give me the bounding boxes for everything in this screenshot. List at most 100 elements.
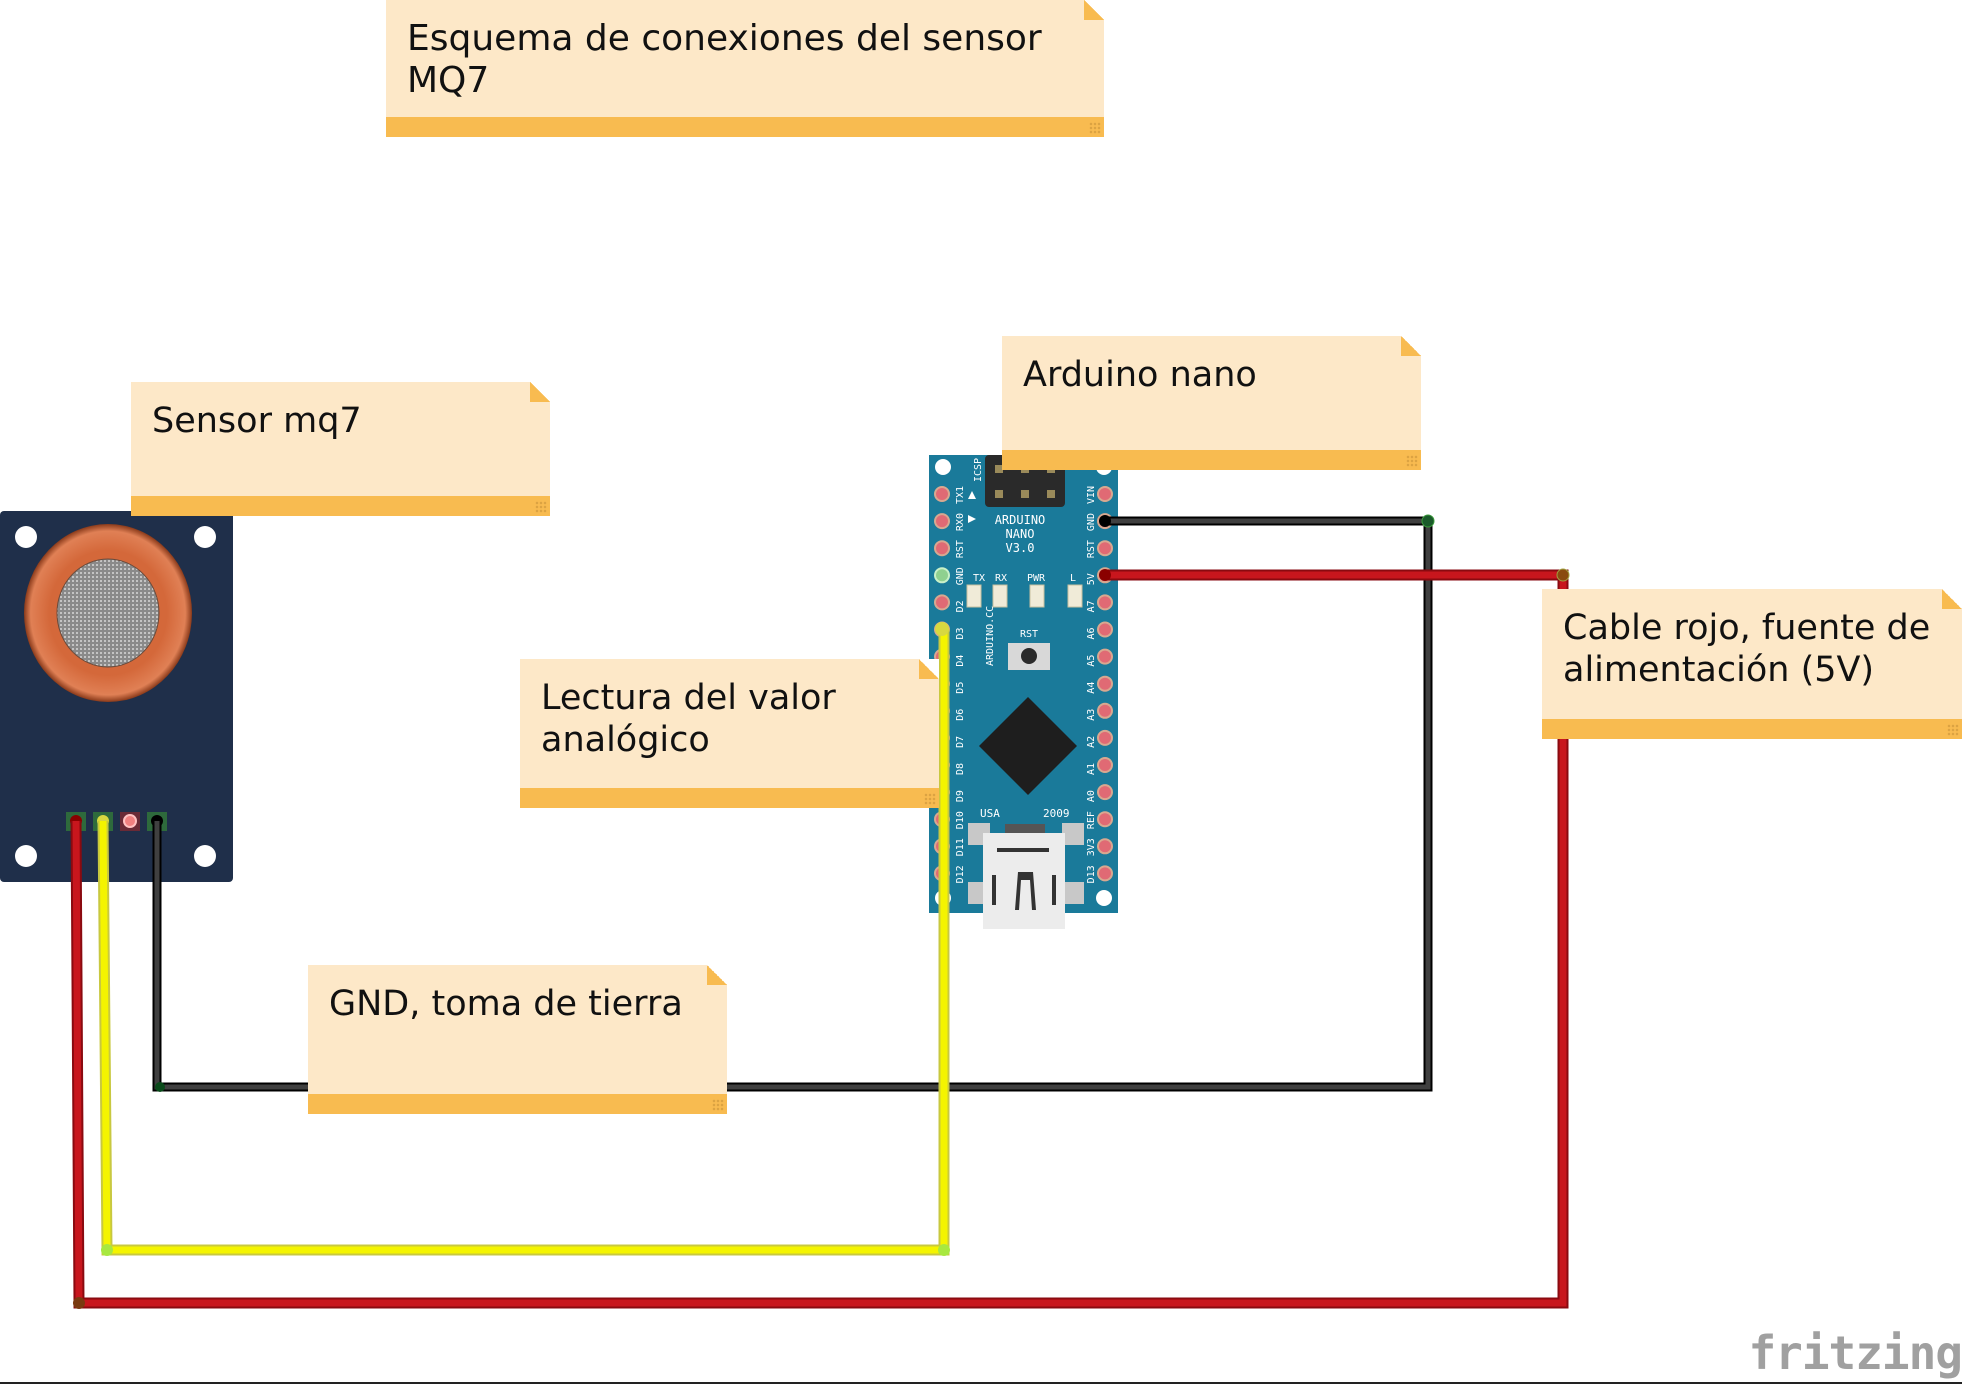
pin-right-rst[interactable] — [1097, 540, 1113, 557]
wire-bendpoint[interactable] — [155, 1082, 165, 1092]
wire-bendpoint[interactable] — [938, 1244, 950, 1256]
pin-label: RX0 — [955, 513, 966, 531]
note-fold-icon — [707, 965, 727, 985]
led-rx — [992, 584, 1008, 608]
note-gnd[interactable]: GND, toma de tierra — [308, 965, 727, 1114]
pin-label: 3V3 — [1086, 838, 1097, 856]
pin-left-gnd[interactable] — [934, 567, 950, 584]
mount-hole-icon — [935, 459, 951, 475]
mount-hole-icon — [15, 526, 37, 548]
pin-label: A0 — [1086, 790, 1097, 802]
board-title-3: V3.0 — [1006, 541, 1035, 555]
pin-right-vin[interactable] — [1097, 486, 1113, 502]
pin-right-a4[interactable] — [1097, 675, 1113, 692]
led-label-tx: TX — [973, 573, 985, 584]
pin-right-a7[interactable] — [1097, 594, 1113, 611]
mount-hole-icon — [194, 845, 216, 867]
pin-label: A5 — [1086, 655, 1097, 667]
note-title[interactable]: Esquema de conexiones del sensor MQ7 — [386, 0, 1104, 137]
pin-label: RST — [955, 540, 966, 558]
note-sensor-text: Sensor mq7 — [152, 401, 362, 441]
rx-arrow-icon — [968, 515, 976, 523]
resize-grip-icon[interactable] — [712, 1099, 724, 1111]
usb-connector — [968, 823, 1084, 929]
pin-right-3v3[interactable] — [1097, 838, 1113, 855]
note-footer-bar — [131, 496, 550, 516]
note-footer-bar — [308, 1094, 727, 1114]
resize-grip-icon[interactable] — [1089, 122, 1101, 134]
pin-label: A4 — [1086, 682, 1097, 694]
pin-right-a2[interactable] — [1097, 729, 1113, 746]
pin-label: 5V — [1086, 573, 1097, 585]
signal-wire[interactable] — [97, 622, 950, 1256]
board-title-2: NANO — [1006, 527, 1035, 541]
pin-label: D8 — [955, 763, 966, 775]
note-cable-rojo-text: Cable rojo, fuente de alimentación (5V) — [1563, 608, 1931, 690]
pin-label: D2 — [955, 600, 966, 612]
note-gnd-text: GND, toma de tierra — [329, 984, 683, 1024]
wire-bendpoint[interactable] — [101, 1244, 113, 1256]
mount-hole-icon — [1096, 890, 1112, 906]
note-fold-icon — [919, 659, 939, 679]
reset-button-cap[interactable] — [1021, 648, 1037, 664]
resize-grip-icon[interactable] — [1947, 724, 1959, 736]
wire-bendpoint[interactable] — [1556, 568, 1570, 582]
year-label: 2009 — [1043, 807, 1070, 820]
note-footer-bar — [1002, 450, 1421, 470]
pin-right-a0[interactable] — [1097, 784, 1113, 801]
pin-right-d13[interactable] — [1097, 865, 1113, 882]
pin-label: D11 — [955, 838, 966, 856]
pin-right-a6[interactable] — [1097, 621, 1113, 638]
mount-hole-icon — [194, 526, 216, 548]
arduino-nano[interactable]: ICSP ARDUINO NANO V3.0 TX RX PWR L ARDUI… — [929, 455, 1118, 929]
note-arduino-text: Arduino nano — [1023, 355, 1257, 395]
sensor-mesh — [56, 558, 160, 668]
fritzing-logo: fritzing — [1748, 1326, 1962, 1380]
pin-label: REF — [1086, 811, 1097, 829]
led-label-l: L — [1070, 573, 1076, 584]
mq7-sensor[interactable] — [0, 511, 233, 882]
led-label-rx: RX — [995, 573, 1007, 584]
note-lectura[interactable]: Lectura del valor analógico — [520, 659, 939, 808]
wire-endpoint[interactable] — [1099, 515, 1111, 527]
pin-left-rst[interactable] — [934, 540, 950, 557]
pin-label: A2 — [1086, 736, 1097, 748]
board-title-1: ARDUINO — [995, 513, 1046, 527]
gnd-wire[interactable] — [152, 514, 1435, 1092]
pin-label: D12 — [955, 865, 966, 883]
pin-label: A7 — [1086, 600, 1097, 612]
pin-right-ref[interactable] — [1097, 811, 1113, 828]
note-lectura-text: Lectura del valor analógico — [541, 678, 836, 760]
pin-label: D13 — [1086, 865, 1097, 883]
note-arduino[interactable]: Arduino nano — [1002, 336, 1421, 470]
pin-left-tx1[interactable] — [934, 486, 950, 502]
note-fold-icon — [1942, 589, 1962, 609]
pin-right-a3[interactable] — [1097, 702, 1113, 719]
note-cable-rojo[interactable]: Cable rojo, fuente de alimentación (5V) — [1542, 589, 1962, 739]
resize-grip-icon[interactable] — [924, 793, 936, 805]
led-l — [1067, 584, 1083, 608]
wire-bendpoint[interactable] — [1421, 514, 1435, 528]
note-sensor[interactable]: Sensor mq7 — [131, 382, 550, 516]
sensor-pin-dout[interactable] — [123, 814, 137, 828]
pin-left-rx0[interactable] — [934, 513, 950, 530]
power-wire[interactable] — [70, 568, 1570, 1309]
pin-label: D3 — [955, 627, 966, 639]
wire-bendpoint[interactable] — [73, 1297, 85, 1309]
pin-left-d2[interactable] — [934, 594, 950, 611]
note-footer-bar — [1542, 719, 1962, 739]
pin-right-a1[interactable] — [1097, 757, 1113, 773]
wire-endpoint[interactable] — [1099, 569, 1111, 581]
pin-right-a5[interactable] — [1097, 648, 1113, 665]
pin-label: TX1 — [955, 486, 966, 504]
resize-grip-icon[interactable] — [535, 501, 547, 513]
pin-label: D7 — [955, 736, 966, 748]
wires — [70, 514, 1570, 1309]
resize-grip-icon[interactable] — [1406, 455, 1418, 467]
wire-endpoint[interactable] — [935, 622, 949, 636]
icsp-label: ICSP — [973, 458, 984, 482]
pin-label: D4 — [955, 655, 966, 667]
tx-arrow-icon — [968, 491, 976, 499]
note-fold-icon — [1401, 336, 1421, 356]
